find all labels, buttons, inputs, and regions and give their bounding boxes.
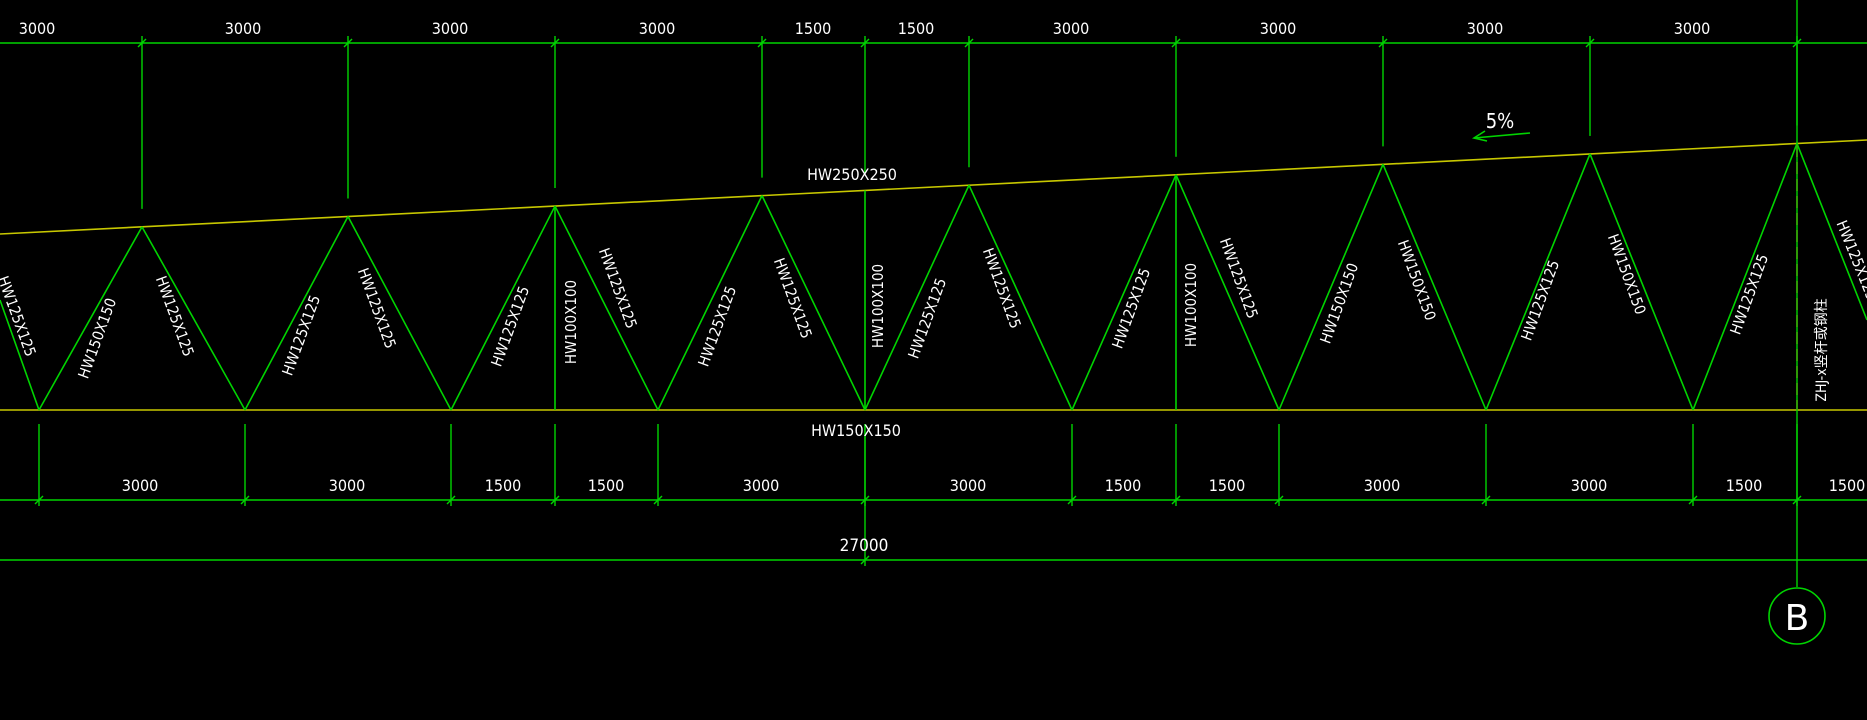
slope-arrow — [1471, 130, 1531, 142]
web-members — [0, 143, 1867, 411]
drawing-labels: HW250X250 HW150X150 5% 27000 ZHJ-x竖杆或钢柱 — [807, 109, 1830, 556]
member-label: HW150X150 — [1316, 261, 1362, 346]
slope-arrow-shaft — [1473, 132, 1531, 139]
member-label: HW125X125 — [1216, 236, 1262, 321]
grid-bubble-b: B — [1768, 0, 1826, 645]
top-dimension-label: 3000 — [1260, 19, 1297, 38]
member-label: HW125X125 — [1108, 266, 1154, 351]
bottom-dimension-label: 1500 — [1105, 476, 1142, 495]
web-member — [1692, 143, 1798, 411]
web-member — [1796, 143, 1867, 321]
member-label: HW150X150 — [74, 296, 120, 381]
member-label: HW125X125 — [694, 284, 740, 369]
web-member — [347, 216, 452, 411]
vertical-members — [554, 174, 1177, 410]
member-label: HW100X100 — [1182, 263, 1200, 347]
bottom-dimension-label: 1500 — [1209, 476, 1246, 495]
bottom-dimension-label: 3000 — [1571, 476, 1608, 495]
top-dimension-label: 1500 — [795, 19, 832, 38]
member-label: HW100X100 — [562, 280, 580, 364]
member-label: HW125X125 — [770, 256, 816, 341]
slope-label: 5% — [1486, 109, 1515, 133]
top-dimension-label: 1500 — [898, 19, 935, 38]
web-member — [141, 226, 246, 411]
extension-lines — [38, 36, 1798, 566]
grid-bubble-circle — [1768, 587, 1826, 645]
bottom-dimension-label: 3000 — [1364, 476, 1401, 495]
bottom-dimension-label: 3000 — [743, 476, 780, 495]
top-dimension-label: 3000 — [1674, 19, 1711, 38]
member-label: HW125X125 — [354, 266, 400, 351]
web-member — [1589, 153, 1694, 411]
bottom-dimension-label: 1500 — [588, 476, 625, 495]
top-dimension-label: 3000 — [1053, 19, 1090, 38]
member-label: HW100X100 — [869, 264, 887, 348]
top-dimension-label: 3000 — [19, 19, 56, 38]
bottom-dimension-label: 1500 — [1829, 476, 1866, 495]
top-dimension-label: 3000 — [1467, 19, 1504, 38]
web-member — [1485, 153, 1591, 411]
web-member — [450, 205, 556, 411]
bottom-dimension-label: 1500 — [1726, 476, 1763, 495]
web-member — [244, 216, 349, 411]
top-dimension-label: 3000 — [639, 19, 676, 38]
web-member — [1278, 164, 1384, 411]
bottom-chord-label: HW150X150 — [811, 421, 901, 440]
member-label: HW125X125 — [595, 246, 641, 331]
bottom-dimension-ticks — [34, 495, 1802, 565]
web-member — [968, 184, 1073, 411]
web-member — [761, 195, 866, 411]
web-member — [1382, 164, 1487, 411]
web-member — [1175, 174, 1280, 411]
top-chord-label: HW250X250 — [807, 165, 897, 184]
top-chord — [0, 139, 1867, 235]
web-member — [554, 205, 659, 411]
web-member — [0, 299, 40, 411]
column-label: ZHJ-x竖杆或钢柱 — [1814, 298, 1830, 401]
web-member — [38, 226, 143, 411]
web-member — [1071, 174, 1177, 411]
member-label: HW150X150 — [1394, 238, 1440, 323]
web-member — [864, 184, 970, 411]
bottom-dimension-label: 1500 — [485, 476, 522, 495]
top-dimension-labels: 3000 3000 3000 3000 1500 1500 3000 3000 3000 3000 — [19, 19, 1711, 38]
top-dimension-label: 3000 — [225, 19, 262, 38]
slope-arrow-head — [1471, 130, 1488, 142]
bottom-dimension-label: 3000 — [950, 476, 987, 495]
total-span-label: 27000 — [840, 536, 889, 556]
grid-bubble-label: B — [1785, 598, 1810, 639]
member-label: HW125X125 — [1517, 258, 1563, 343]
bottom-dimension-label: 3000 — [122, 476, 159, 495]
web-member — [657, 195, 763, 411]
member-label: HW125X125 — [904, 276, 950, 361]
member-label: HW125X125 — [1833, 218, 1867, 303]
bottom-dimension-label: 3000 — [329, 476, 366, 495]
bottom-dimension-labels: 3000 3000 1500 1500 3000 3000 1500 1500 3000 3000… — [122, 476, 1866, 495]
top-dimension-label: 3000 — [432, 19, 469, 38]
